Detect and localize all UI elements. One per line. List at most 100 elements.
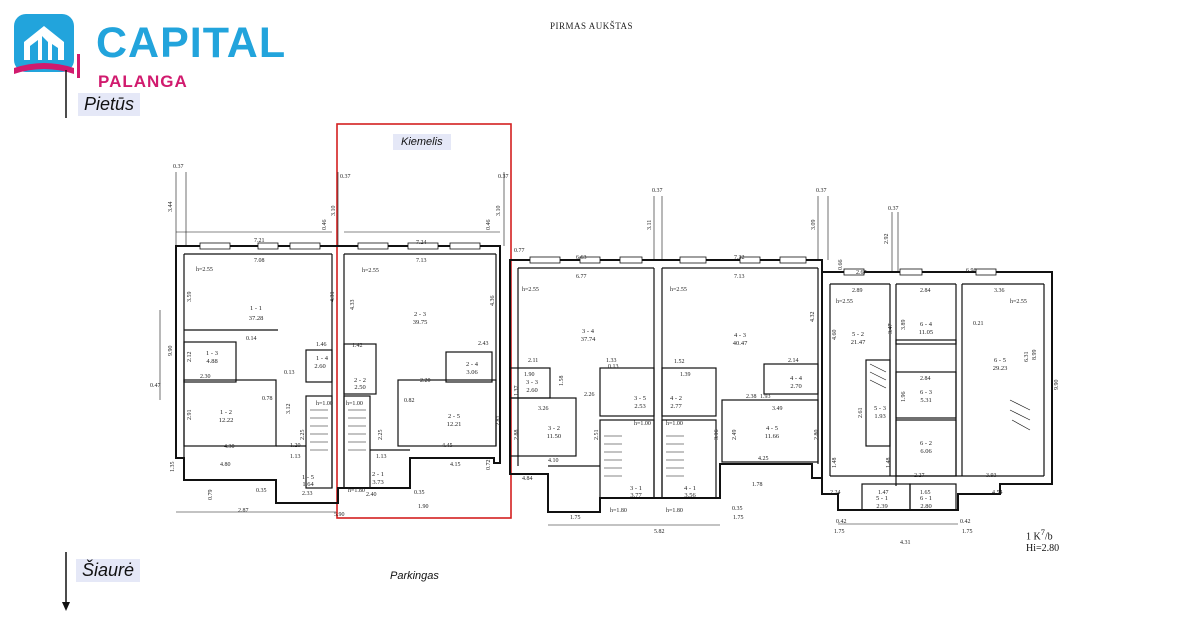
svg-text:6 - 5: 6 - 5 [994,357,1006,364]
svg-text:0.72: 0.72 [486,460,492,471]
svg-text:h=1.00: h=1.00 [346,401,363,407]
svg-text:4 - 4: 4 - 4 [790,375,803,382]
svg-text:2.38: 2.38 [746,394,757,400]
south-direction-label: Pietūs [78,93,141,116]
svg-text:h=2.55: h=2.55 [522,287,539,293]
svg-text:2.49: 2.49 [732,430,738,441]
svg-text:0.37: 0.37 [652,188,663,194]
svg-text:2.25: 2.25 [300,430,306,441]
svg-text:0.37: 0.37 [173,164,184,170]
svg-text:3.26: 3.26 [538,406,549,412]
svg-text:0.46: 0.46 [486,220,492,231]
svg-text:3 - 2: 3 - 2 [548,425,560,432]
svg-text:5.90: 5.90 [334,512,345,518]
svg-text:h=1.00: h=1.00 [666,421,683,427]
svg-text:2 - 1: 2 - 1 [372,471,384,478]
svg-text:37.74: 37.74 [581,336,596,343]
svg-text:2.67: 2.67 [856,270,867,276]
svg-text:0.37: 0.37 [340,174,351,180]
svg-text:2.27: 2.27 [914,473,925,479]
svg-text:4.30: 4.30 [224,444,235,450]
svg-text:0.42: 0.42 [960,519,971,525]
svg-text:2.30: 2.30 [200,374,211,380]
svg-text:2.50: 2.50 [354,384,365,391]
svg-text:h=1.80: h=1.80 [610,508,627,514]
svg-text:3.10: 3.10 [331,206,337,217]
svg-text:2.25: 2.25 [378,430,384,441]
svg-text:8.99: 8.99 [1032,350,1038,361]
svg-text:7.13: 7.13 [416,258,427,264]
svg-text:4.32: 4.32 [810,312,816,323]
svg-text:3.09: 3.09 [811,220,817,231]
svg-text:0.37: 0.37 [816,188,827,194]
svg-text:2.92: 2.92 [884,234,890,245]
svg-text:0.35: 0.35 [256,488,267,494]
svg-text:4.15: 4.15 [450,462,461,468]
svg-text:1 - 3: 1 - 3 [206,350,218,357]
svg-text:h=2.55: h=2.55 [196,267,213,273]
svg-text:2.14: 2.14 [788,358,799,364]
scale-note: 1 K7/b Hi=2.80 [1026,528,1059,554]
brand-name: CAPITAL [96,19,287,67]
svg-text:2 - 2: 2 - 2 [354,377,366,384]
svg-text:6 - 1: 6 - 1 [920,495,932,502]
svg-text:6.98: 6.98 [966,268,977,274]
svg-text:40.47: 40.47 [733,340,748,347]
svg-text:5.82: 5.82 [654,529,665,535]
svg-text:h=1.00: h=1.00 [316,401,333,407]
svg-text:4.36: 4.36 [490,296,496,307]
stairs [310,363,1031,477]
svg-text:4.80: 4.80 [220,462,231,468]
svg-text:4.60: 4.60 [832,330,838,341]
svg-text:2.43: 2.43 [478,341,489,347]
svg-text:2.89: 2.89 [852,288,863,294]
svg-text:0.35: 0.35 [414,490,425,496]
svg-text:0.79: 0.79 [208,490,214,501]
yard-label: Kiemelis [393,134,451,150]
svg-text:0.78: 0.78 [262,396,273,402]
svg-text:1.64: 1.64 [302,481,314,488]
svg-text:0.14: 0.14 [246,336,257,342]
svg-text:1.13: 1.13 [376,454,387,460]
svg-text:0.21: 0.21 [973,321,984,327]
svg-text:1.42: 1.42 [352,343,363,349]
floor-title: PIRMAS AUKŠTAS [550,21,634,31]
svg-text:h=1.80: h=1.80 [348,488,365,494]
height-markers: h=2.55 h=2.55 h=2.55 h=2.55 h=2.55 h=2.5… [196,267,1027,514]
svg-text:4 - 3: 4 - 3 [734,332,746,339]
svg-text:2 - 4: 2 - 4 [466,361,479,368]
svg-text:2.61: 2.61 [858,408,864,419]
dimension-labels: 0.37 0.37 0.37 0.37 0.37 0.37 7.21 7.08 … [150,164,1060,546]
svg-text:4.31: 4.31 [900,540,911,546]
svg-text:3 - 4: 3 - 4 [582,328,595,335]
north-direction-label: Šiaurė [76,559,141,582]
svg-text:3.89: 3.89 [901,320,907,331]
svg-text:0.35: 0.35 [732,506,743,512]
svg-text:1.78: 1.78 [752,482,763,488]
scale-line1-suffix: /b [1044,531,1053,543]
svg-text:2.26: 2.26 [584,392,595,398]
svg-text:3.12: 3.12 [286,404,292,415]
svg-text:9.90: 9.90 [1054,380,1060,391]
svg-text:2.87: 2.87 [238,508,249,514]
svg-text:3.59: 3.59 [187,292,193,303]
svg-text:1.46: 1.46 [316,342,327,348]
svg-text:12.22: 12.22 [219,417,234,424]
svg-text:2.80: 2.80 [814,430,820,441]
svg-text:3.44: 3.44 [168,202,174,213]
svg-text:1.52: 1.52 [674,359,685,365]
svg-text:3 - 5: 3 - 5 [634,395,646,402]
svg-text:2.53: 2.53 [634,403,645,410]
svg-text:1.90: 1.90 [418,504,429,510]
svg-text:4.31: 4.31 [330,292,336,303]
svg-text:1.35: 1.35 [170,462,176,473]
svg-text:1.48: 1.48 [832,458,838,469]
svg-text:0.37: 0.37 [498,174,509,180]
svg-text:7.24: 7.24 [416,240,427,246]
svg-text:1.90: 1.90 [524,372,535,378]
svg-text:3 - 3: 3 - 3 [526,379,538,386]
svg-text:9.90: 9.90 [168,346,174,357]
svg-text:12.21: 12.21 [447,421,462,428]
svg-text:5.31: 5.31 [920,397,931,404]
svg-text:1.37: 1.37 [514,386,520,397]
